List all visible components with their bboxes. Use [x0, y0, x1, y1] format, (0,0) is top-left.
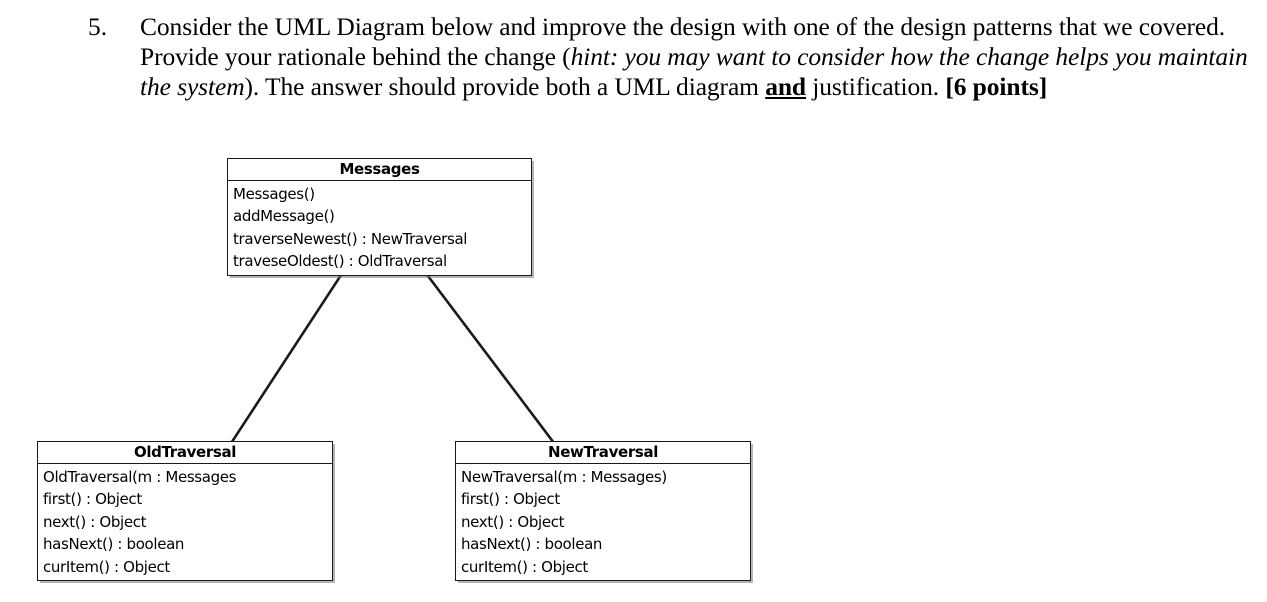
question-block: 5. Consider the UML Diagram below and im… — [88, 12, 1248, 102]
uml-class-name: OldTraversal — [38, 442, 332, 464]
uml-member: next() : Object — [43, 512, 147, 531]
question-segment-0: Consider the UML Diagram below and impro… — [140, 12, 1226, 71]
uml-member: first() : Object — [43, 490, 142, 509]
connector-messages-oldtraversal — [230, 270, 345, 443]
uml-member: curItem() : Object — [461, 557, 588, 576]
question-segment-1: hint: you may want to consider how the c… — [140, 42, 1248, 101]
uml-member: addMessage() — [233, 207, 335, 226]
uml-class-oldtraversal: OldTraversal OldTraversal(m : Messages f… — [37, 441, 333, 582]
question-segment-3: and — [765, 72, 807, 101]
uml-member: traveseOldest() : OldTraversal — [233, 252, 447, 271]
question-segment-4: justification. — [806, 72, 946, 101]
question-segment-2: ). The answer should provide both a UML … — [244, 72, 766, 101]
uml-member: Messages() — [233, 185, 315, 203]
uml-members-list: NewTraversal(m : Messages) first() : Obj… — [456, 464, 750, 580]
uml-member: hasNext() : boolean — [43, 535, 185, 554]
uml-member: traverseNewest() : NewTraversal — [233, 229, 468, 248]
question-segment-5: [6 points] — [945, 72, 1048, 101]
connector-messages-newtraversal — [423, 270, 555, 443]
uml-member: next() : Object — [461, 512, 565, 531]
uml-member: hasNext() : boolean — [461, 535, 603, 554]
uml-member: OldTraversal(m : Messages — [43, 468, 237, 486]
uml-class-name: Messages — [228, 159, 531, 181]
uml-class-newtraversal: NewTraversal NewTraversal(m : Messages) … — [455, 441, 751, 582]
uml-class-messages: Messages Messages() addMessage() travers… — [227, 158, 532, 276]
uml-member: NewTraversal(m : Messages) — [461, 468, 667, 486]
uml-member: curItem() : Object — [43, 557, 170, 576]
question-number: 5. — [88, 12, 108, 41]
uml-members-list: OldTraversal(m : Messages first() : Obje… — [38, 464, 332, 580]
uml-class-name: NewTraversal — [456, 442, 750, 464]
uml-member: first() : Object — [461, 490, 560, 509]
question-text: Consider the UML Diagram below and impro… — [140, 12, 1248, 102]
uml-members-list: Messages() addMessage() traverseNewest()… — [228, 181, 531, 275]
